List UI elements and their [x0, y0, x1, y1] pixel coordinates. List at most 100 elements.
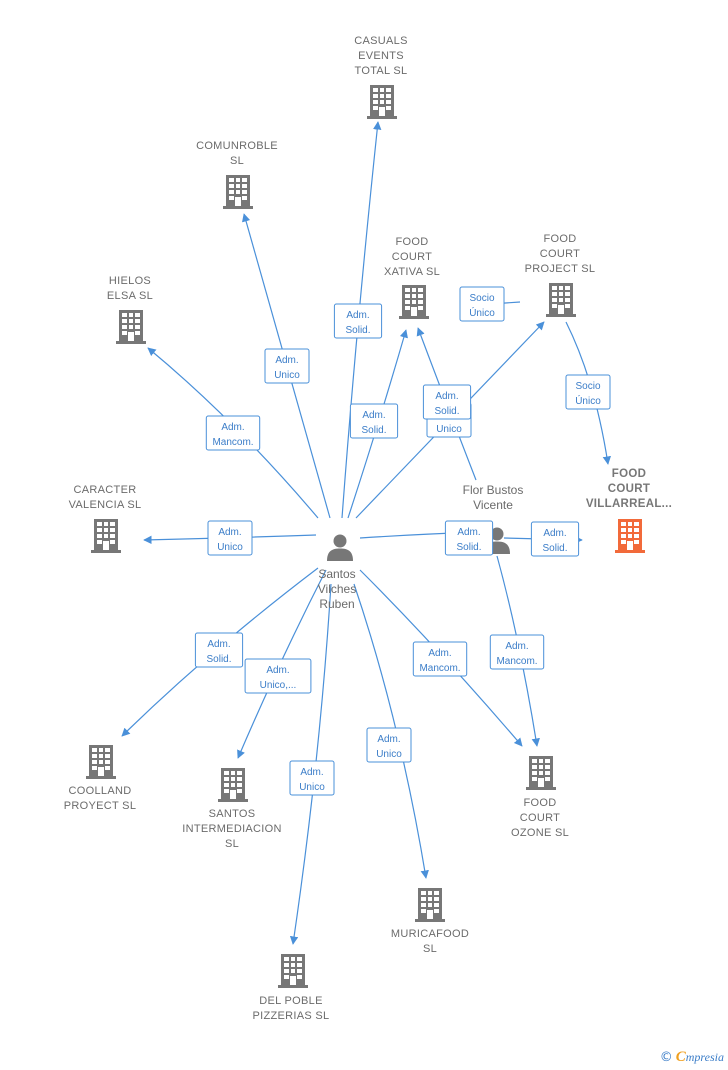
relation-label-text: Socio [575, 381, 600, 392]
building-icon[interactable] [278, 954, 308, 988]
relation-label-flor-to-fc_ozone[interactable]: Adm. Mancom. [489, 634, 545, 670]
person-label-santos: Vilches [318, 582, 356, 596]
relation-label-text: Adm. [275, 355, 298, 366]
relation-label-text: Solid. [206, 654, 231, 665]
company-label-del_poble: DEL POBLE [259, 995, 322, 1007]
building-icon[interactable] [526, 756, 556, 790]
relation-label-text: Mancom. [212, 437, 253, 448]
relation-label-santos-to-casuals[interactable]: Adm.Solid. [333, 303, 383, 339]
relation-label-santos-to-fc_ozone[interactable]: Adm. Mancom. [412, 641, 468, 677]
relation-label-text: Adm. [377, 734, 400, 745]
relation-label-text: Unico [274, 370, 300, 381]
company-label-muricafood: MURICAFOOD [391, 928, 469, 940]
building-icon[interactable] [415, 888, 445, 922]
relation-labels-layer: Adm.Solid.Adm.UnicoAdm.Mancom.Adm.Solid.… [194, 286, 611, 796]
relation-label-text: Adm. [207, 639, 230, 650]
building-icon[interactable] [615, 519, 645, 553]
relation-label-santos-to-hielos[interactable]: Adm. Mancom. [205, 415, 261, 451]
relation-label-santos-to-coolland[interactable]: Adm. Solid. [194, 632, 244, 668]
company-label-fc_xativa: COURT [392, 251, 432, 263]
relation-label-text: Solid. [542, 543, 567, 554]
company-label-fc_ozone: OZONE SL [511, 827, 569, 839]
relation-label-santos-to-santos_int[interactable]: Adm. Unico,... [244, 658, 312, 694]
relation-label-text: Adm. [362, 410, 385, 421]
relation-label-text: Adm. [266, 665, 289, 676]
company-label-caracter: VALENCIA SL [69, 499, 142, 511]
relation-label-santos-to-fc_xativa[interactable]: Adm. Solid. [349, 403, 399, 439]
relation-label-text: Solid. [434, 406, 459, 417]
company-label-casuals: EVENTS [358, 50, 404, 62]
building-icon[interactable] [399, 285, 429, 319]
relation-label-text: Unico [376, 749, 402, 760]
edge-santos-to-muricafood [353, 583, 429, 879]
company-label-caracter: CARACTER [74, 484, 137, 496]
person-label-flor: Flor Bustos [463, 483, 524, 497]
company-label-muricafood: SL [423, 943, 437, 955]
company-label-hielos: ELSA SL [107, 290, 153, 302]
brand-logo-text: mpresia [685, 1050, 724, 1064]
company-label-fc_ozone: FOOD [524, 797, 557, 809]
relation-label-text: Adm. [457, 527, 480, 538]
building-icon[interactable] [223, 175, 253, 209]
company-label-fc_project: PROJECT SL [525, 263, 596, 275]
relation-label-santos-to-flor[interactable]: Adm. Solid. [444, 520, 494, 556]
relation-label-text: Adm. [221, 422, 244, 433]
person-label-santos: Ruben [319, 597, 354, 611]
relation-label-text: Solid. [361, 425, 386, 436]
relation-label-text: Único [469, 306, 495, 319]
relation-label-text: Unico,... [260, 680, 297, 691]
company-label-fc_xativa: XATIVA SL [384, 266, 440, 278]
building-icon[interactable] [367, 85, 397, 119]
relation-label-flor-to-fc_xativa[interactable]: Adm. Solid. [422, 384, 472, 420]
company-label-fc_villarreal: COURT [608, 483, 650, 495]
relation-label-text: Mancom. [496, 656, 537, 667]
company-label-comunroble: SL [230, 155, 244, 167]
person-label-flor: Vicente [473, 498, 513, 512]
company-label-fc_ozone: COURT [520, 812, 560, 824]
relation-label-santos-to-del_poble[interactable]: Adm. Unico [289, 760, 335, 796]
relation-label-text: Único [575, 394, 601, 407]
company-label-santos_int: SANTOS [209, 808, 256, 820]
relation-label-text: Mancom. [419, 663, 460, 674]
relation-label-text: Adm. [505, 641, 528, 652]
brand-footer[interactable]: © Cmpresia [660, 1049, 724, 1066]
relation-label-text: Unico [299, 782, 325, 793]
company-label-fc_villarreal: VILLARREAL... [586, 498, 672, 510]
company-label-fc_villarreal: FOOD [612, 468, 646, 480]
relation-label-text: Socio [469, 293, 494, 304]
relation-label-text: Unico [217, 542, 243, 553]
company-label-del_poble: PIZZERIAS SL [253, 1010, 330, 1022]
person-label-santos: Santos [318, 567, 355, 581]
building-icon[interactable] [91, 519, 121, 553]
relation-label-text: Unico [436, 424, 462, 435]
relation-label-text: Adm. [300, 767, 323, 778]
building-icon[interactable] [86, 745, 116, 779]
building-icon[interactable] [218, 768, 248, 802]
relation-label-text: Adm. [435, 391, 458, 402]
company-label-fc_project: COURT [540, 248, 580, 260]
copyright-icon: © [659, 1050, 673, 1065]
company-label-casuals: CASUALS [354, 35, 407, 47]
company-label-santos_int: SL [225, 838, 239, 850]
company-label-fc_project: FOOD [544, 233, 577, 245]
person-icon[interactable] [327, 534, 353, 562]
relation-label-text: Adm. [428, 648, 451, 659]
building-icon[interactable] [546, 283, 576, 317]
relation-label-text: Solid. [456, 542, 481, 553]
company-label-comunroble: COMUNROBLE [196, 140, 278, 152]
relation-label-santos-to-comunroble[interactable]: Adm. Unico [264, 348, 310, 384]
relation-label-flor-to-fc_villarreal[interactable]: Adm. Solid. [530, 521, 580, 557]
company-label-fc_xativa: FOOD [396, 236, 429, 248]
relation-label-santos-to-caracter[interactable]: Adm. Unico [207, 520, 253, 556]
relation-label-text: Adm. [218, 527, 241, 538]
company-label-coolland: COOLLAND [69, 785, 132, 797]
company-label-coolland: PROYECT SL [64, 800, 137, 812]
relation-label-text: Adm. [346, 310, 369, 321]
relation-label-santos-to-muricafood[interactable]: Adm. Unico [366, 727, 412, 763]
relation-label-text: Adm. [543, 528, 566, 539]
building-icon[interactable] [116, 310, 146, 344]
